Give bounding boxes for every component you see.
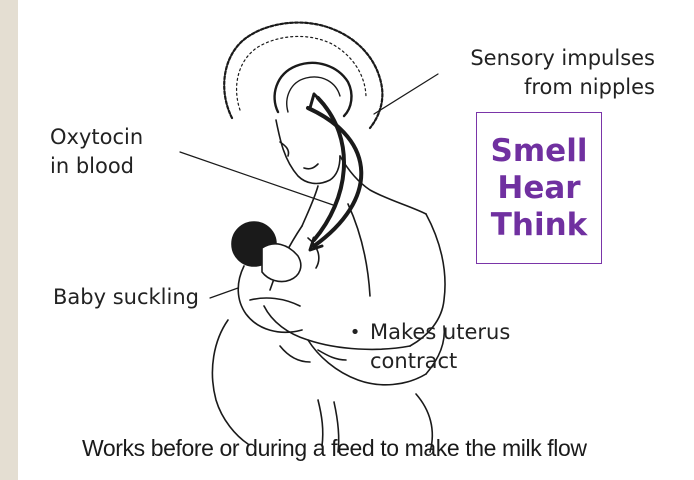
mother-face xyxy=(276,120,340,183)
callout-line-smell: Smell xyxy=(491,133,588,170)
label-sensory-impulses: Sensory impulses from nipples xyxy=(445,44,655,102)
label-baby-suckling: Baby suckling xyxy=(53,283,199,312)
callout-box: Smell Hear Think xyxy=(476,112,602,264)
slide-canvas: Sensory impulses from nipples Oxytocin i… xyxy=(18,0,694,480)
leader-oxytocin xyxy=(180,152,336,206)
oxytocin-arrow xyxy=(308,108,361,246)
bullet-marker: • xyxy=(340,318,370,376)
leader-sensory xyxy=(374,74,438,114)
label-oxytocin-text: Oxytocin in blood xyxy=(50,125,143,178)
label-sensory-text: Sensory impulses from nipples xyxy=(470,46,655,99)
callout-line-think: Think xyxy=(491,207,588,244)
baby-face xyxy=(262,244,301,282)
bullet-text: Makes uterus contract xyxy=(370,318,520,376)
callout-line-hear: Hear xyxy=(497,170,580,207)
label-baby-text: Baby suckling xyxy=(53,285,199,309)
label-oxytocin: Oxytocin in blood xyxy=(50,123,143,181)
bullet-item: • Makes uterus contract xyxy=(340,318,520,376)
caption: Works before or during a feed to make th… xyxy=(82,433,642,463)
hair-outline xyxy=(224,23,382,128)
leader-baby xyxy=(210,288,238,298)
